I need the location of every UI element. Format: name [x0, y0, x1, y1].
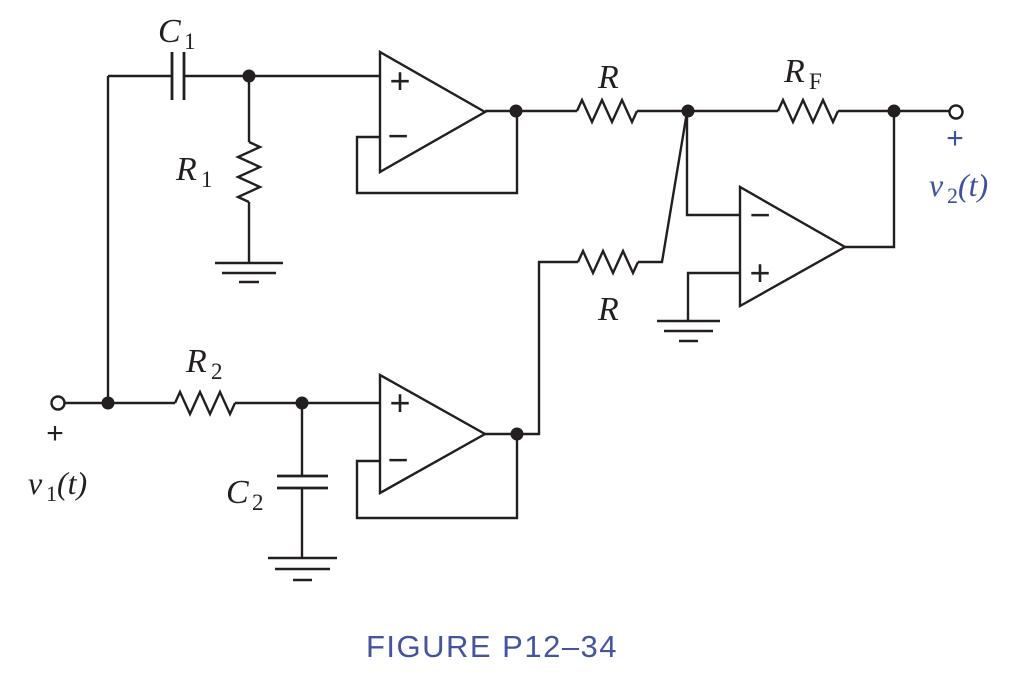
c1-label: C: [158, 13, 181, 50]
v2-label-t: (t): [958, 167, 988, 203]
opamp1-feedback-wire: [355, 112, 519, 195]
node-dot: [887, 104, 901, 118]
resistor-r-mid: [576, 248, 640, 276]
wires: [65, 74, 949, 558]
c2-label-sub: 2: [252, 490, 264, 515]
junction-dots: [101, 69, 901, 441]
output-plus-sign: +: [946, 122, 964, 155]
node-to-inverting-input-wire: [685, 111, 740, 217]
opamp-2-plus-mark: +: [389, 382, 410, 423]
r2-label: R: [185, 343, 207, 380]
input-terminal: [50, 395, 66, 411]
node-dot: [295, 396, 309, 410]
r-top-label: R: [597, 59, 619, 96]
node-dot: [242, 69, 256, 83]
v1-label-t: (t): [57, 465, 87, 501]
opamp-3-body: [738, 184, 848, 309]
node-dot: [681, 104, 695, 118]
ground-symbol-c2: [268, 556, 337, 582]
ground-symbol-opamp3: [657, 319, 720, 343]
output-terminal: [948, 104, 964, 120]
input-plus-sign: +: [46, 417, 64, 450]
opamp2-output-wire: [485, 260, 578, 436]
v1-label-sub: 1: [46, 481, 57, 506]
v1-label: v: [28, 465, 43, 501]
c2-label: C: [226, 474, 249, 511]
rf-label-sub: F: [809, 69, 822, 94]
resistor-r2: [173, 389, 237, 417]
c1-label-sub: 1: [184, 29, 196, 54]
node-dot: [101, 396, 115, 410]
opamp-2: + −: [378, 372, 488, 496]
figure-caption: FIGURE P12–34: [366, 629, 618, 664]
opamp-3: − +: [738, 184, 848, 309]
opamp-1: + −: [378, 49, 488, 175]
v2-label-sub: 2: [947, 183, 958, 208]
resistor-rf: [776, 97, 840, 125]
r-mid-right-lead: [638, 111, 689, 264]
rf-label: R: [783, 53, 805, 90]
opamp3-output-wire: [845, 111, 896, 249]
opamp-3-minus-mark: −: [749, 194, 770, 235]
opamp-1-minus-mark: −: [387, 115, 408, 156]
capacitor-c1: [170, 52, 186, 100]
r1-label-sub: 1: [201, 167, 213, 192]
opamp-2-body: [378, 372, 488, 496]
r2-label-sub: 2: [211, 359, 223, 384]
opamp-1-body: [378, 49, 488, 175]
opamp-1-plus-mark: +: [389, 60, 410, 101]
capacitor-c2: [277, 474, 328, 490]
noninverting-input-wire: [686, 271, 740, 321]
r-mid-label: R: [597, 291, 619, 328]
node-dot: [510, 427, 524, 441]
resistor-r1: [235, 140, 263, 204]
r1-label: R: [175, 151, 197, 188]
opamp-2-minus-mark: −: [387, 439, 408, 480]
resistor-r-top: [575, 97, 639, 125]
opamp2-feedback-wire: [355, 434, 519, 520]
v2-label: v: [929, 167, 944, 203]
opamp-3-plus-mark: +: [749, 252, 770, 293]
node-dot: [509, 104, 523, 118]
ground-symbol-r1: [215, 261, 283, 284]
